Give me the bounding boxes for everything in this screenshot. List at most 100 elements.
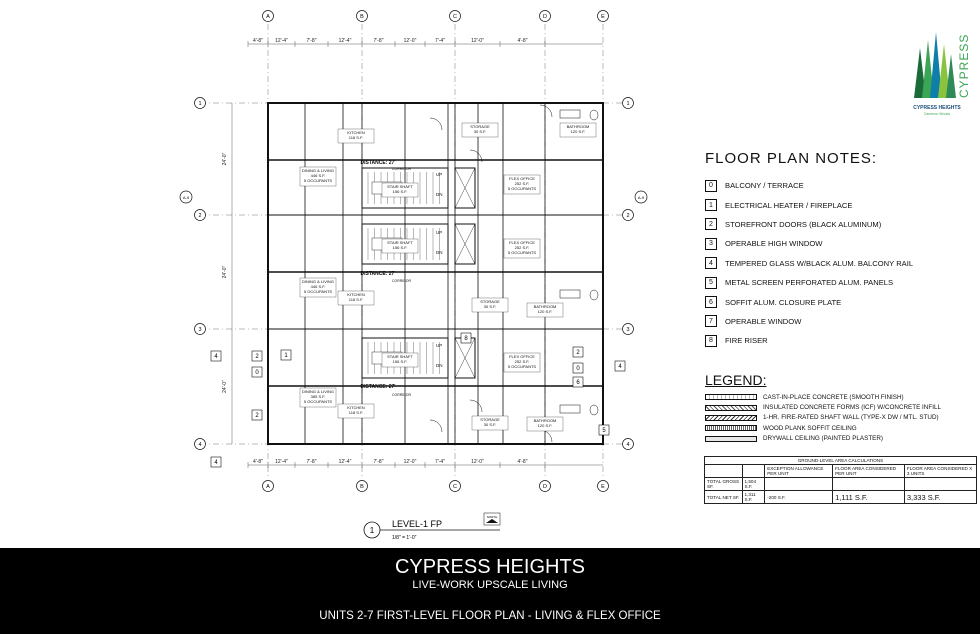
note-marker-box bbox=[251, 409, 263, 421]
note-item: 1 ELECTRICAL HEATER / FIREPLACE bbox=[705, 195, 975, 214]
room-label-box bbox=[471, 415, 509, 431]
table-header-cell: EXCEPTION ALLOWANCE PER UNIT bbox=[764, 464, 834, 478]
note-marker-number: 5 bbox=[602, 428, 606, 434]
legend-item: INSULATED CONCRETE FORMS (ICF) W/CONCRET… bbox=[705, 402, 980, 412]
room-label-text: 118 S.F. bbox=[349, 135, 363, 140]
note-marker-number: 8 bbox=[464, 336, 468, 342]
grid-column-label: B bbox=[360, 14, 364, 20]
note-number-badge: 4 bbox=[705, 257, 717, 270]
room-label-text: 252 S.F. bbox=[515, 245, 530, 250]
riser-cross bbox=[454, 167, 476, 209]
note-marker-box bbox=[280, 349, 292, 361]
grid-column-label: D bbox=[543, 484, 547, 490]
room-label-text: 5 OCCUPANTS bbox=[508, 250, 536, 255]
riser-shaft bbox=[454, 167, 476, 209]
note-number-badge: 1 bbox=[705, 199, 717, 212]
north-arrow-icon bbox=[483, 512, 501, 526]
note-marker-number: 0 bbox=[255, 370, 259, 376]
area-calculations-table: GROUND-LEVEL AREA CALCULATIONS EXCEPTION… bbox=[704, 456, 978, 504]
note-marker-number: 1 bbox=[284, 353, 288, 359]
grid-column-label: E bbox=[601, 14, 605, 20]
dimension-text: 12'-4" bbox=[339, 459, 352, 465]
legend-text: INSULATED CONCRETE FORMS (ICF) W/CONCRET… bbox=[763, 404, 941, 412]
note-number-badge: 6 bbox=[705, 296, 717, 309]
table-cell: TOTAL GROSS SF. bbox=[704, 477, 743, 491]
room-label-text: 5 OCCUPANTS bbox=[304, 178, 332, 183]
grid-row-label: 1 bbox=[626, 101, 629, 107]
grid-row-label: 1 bbox=[198, 101, 201, 107]
grid-bubble bbox=[449, 10, 461, 22]
note-marker-number: 2 bbox=[255, 413, 259, 419]
room-label-text: 252 S.F. bbox=[515, 181, 530, 186]
dimension-strings: 4'-8"12'-4"7'-8"12'-4"7'-8"12'-0"7'-4"12… bbox=[222, 38, 603, 468]
dimension-text: 7'-8" bbox=[307, 459, 317, 465]
room-label-text: 5 OCCUPANTS bbox=[508, 186, 536, 191]
note-marker: 1 bbox=[280, 349, 292, 361]
note-text: ELECTRICAL HEATER / FIREPLACE bbox=[725, 200, 853, 210]
grid-bubble bbox=[194, 209, 206, 221]
note-marker-number: 0 bbox=[576, 366, 580, 372]
note-number-badge: 3 bbox=[705, 237, 717, 250]
toilet-icon bbox=[589, 289, 599, 301]
grid-bubble bbox=[262, 480, 274, 492]
dimension-text: 7'-8" bbox=[374, 38, 384, 44]
room-label-text: 30 S.F. bbox=[484, 304, 496, 309]
grid-row-label: 2 bbox=[626, 213, 629, 219]
grid-column-label: A bbox=[266, 14, 270, 20]
dn-label: DN bbox=[436, 192, 443, 197]
table-row: TOTAL GROSS SF.1,504 S.F. bbox=[704, 477, 978, 491]
grid-bubble bbox=[622, 438, 634, 450]
door-swing bbox=[539, 104, 553, 118]
table-cell: 3,333 S.F. bbox=[903, 490, 978, 504]
room-label-text: STORAGE bbox=[470, 124, 490, 129]
note-text: OPERABLE WINDOW bbox=[725, 316, 802, 326]
legend-text: DRYWALL CEILING (PAINTED PLASTER) bbox=[763, 435, 884, 443]
legend-swatch bbox=[705, 425, 757, 432]
room-label-text: 156 S.F. bbox=[393, 189, 408, 194]
dimension-text: 12'-4" bbox=[275, 459, 288, 465]
corridor-label: CORRIDOR bbox=[392, 167, 412, 171]
table-header-cell bbox=[741, 464, 766, 478]
room-label-text: 118 S.F. bbox=[349, 410, 363, 415]
room-label-text: 120 S.F. bbox=[571, 129, 586, 134]
grid-bubble bbox=[597, 480, 609, 492]
room-label-box bbox=[299, 277, 337, 298]
room-label-box bbox=[526, 302, 564, 318]
grid-bubble bbox=[622, 209, 634, 221]
door-swing bbox=[429, 419, 443, 433]
north-label: NORTH bbox=[487, 515, 498, 519]
room-label-text: 5 OCCUPANTS bbox=[304, 289, 332, 294]
note-text: BALCONY / TERRACE bbox=[725, 181, 804, 191]
legend-text: CAST-IN-PLACE CONCRETE (SMOOTH FINISH) bbox=[763, 393, 904, 401]
note-marker-box bbox=[614, 360, 626, 372]
cypress-heights-logo: CYPRESS CYPRESS HEIGHTS Cameron Woods bbox=[896, 18, 980, 118]
dimension-text: 24'-0" bbox=[222, 380, 228, 393]
note-number-badge: 5 bbox=[705, 276, 717, 289]
note-marker: 5 bbox=[598, 424, 610, 436]
room-label-text: 120 S.F. bbox=[538, 423, 553, 428]
grid-bubble bbox=[356, 10, 368, 22]
grid-row-label: 4 bbox=[198, 442, 201, 448]
table-header-cell: FLOOR AREA CONSIDERED X 3 UNITS bbox=[903, 464, 978, 478]
room-label-box bbox=[299, 387, 337, 408]
grid-column-label: E bbox=[601, 484, 605, 490]
distance-label: DISTANCE: 27' bbox=[361, 160, 396, 166]
dimension-text: 4'-8" bbox=[253, 38, 263, 44]
note-text: FIRE RISER bbox=[725, 336, 768, 346]
